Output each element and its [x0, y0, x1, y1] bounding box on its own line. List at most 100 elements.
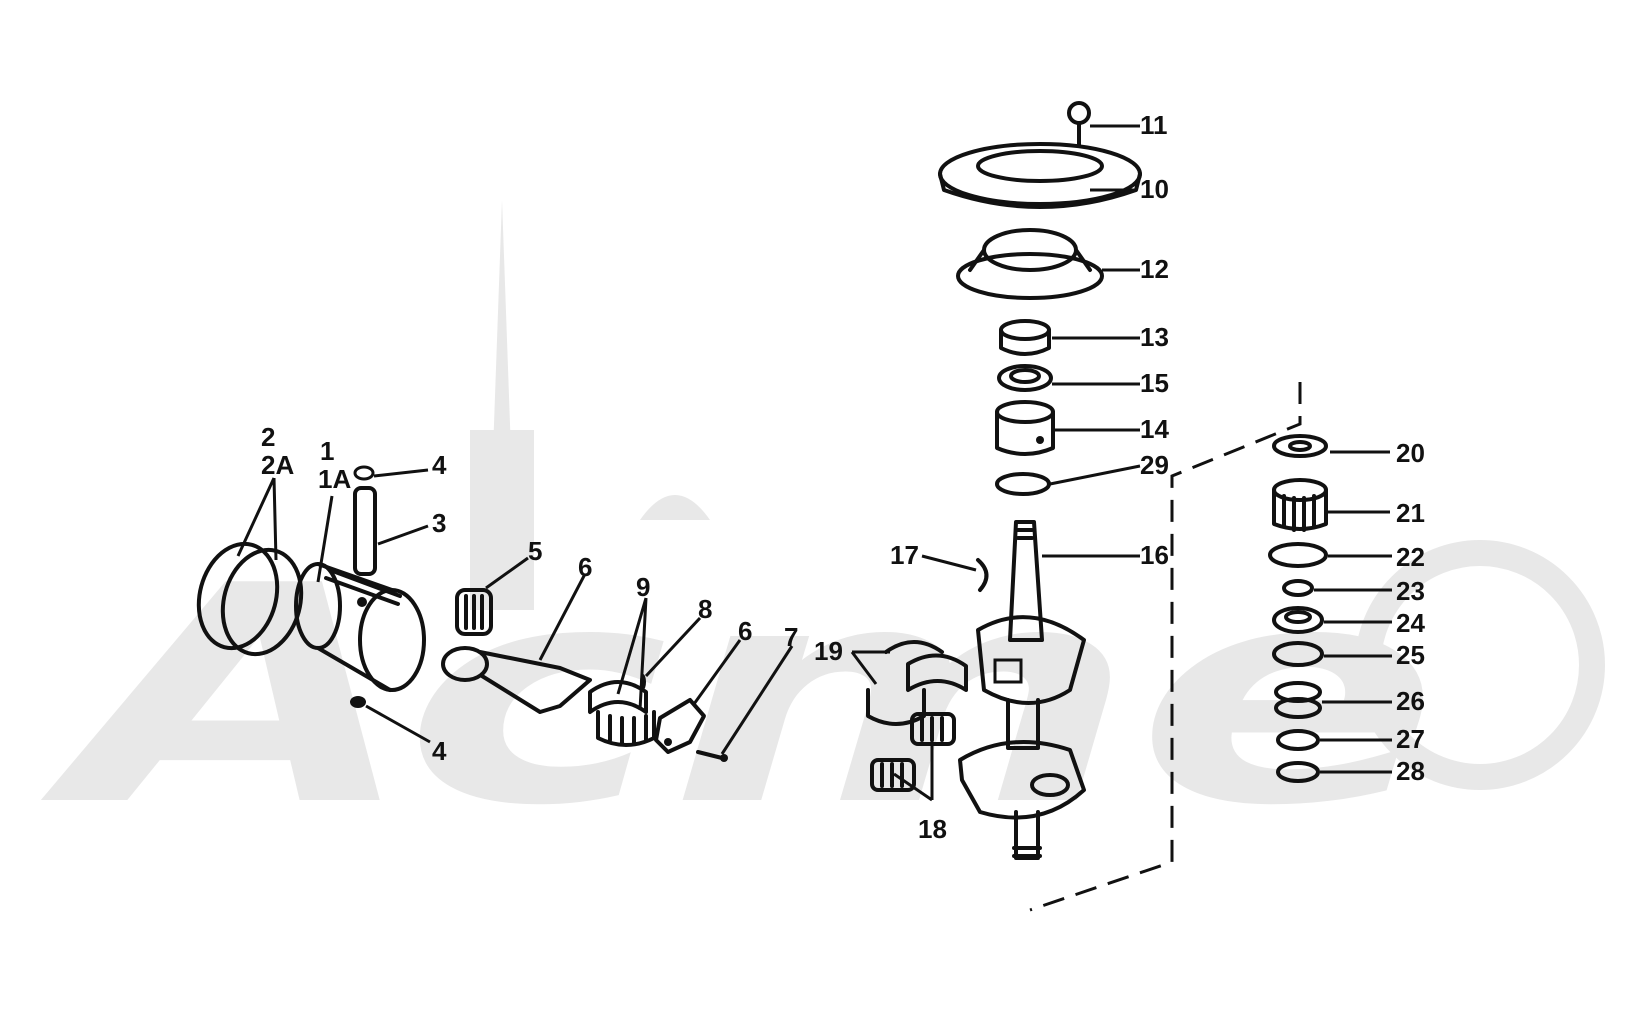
crank-bearing-halves	[866, 640, 968, 726]
retainer-plate	[938, 142, 1142, 209]
rod-small-end	[441, 646, 489, 682]
leader-8	[644, 616, 702, 678]
leader-3	[377, 524, 429, 546]
main-bearing-body	[995, 410, 1055, 456]
leader-6-cap	[692, 639, 742, 705]
callout-9: 9	[636, 572, 650, 602]
leader-2	[236, 477, 278, 561]
rod-bearing-lower	[596, 710, 656, 747]
rod-cap-bolt-hole	[664, 738, 672, 746]
ring-25	[1272, 641, 1324, 667]
watermark: Acme	[35, 200, 1605, 871]
callout-22: 22	[1396, 542, 1425, 572]
callout-2: 2	[261, 422, 275, 452]
assembly-dashed-line	[1029, 382, 1302, 912]
crankshaft-thread	[1016, 528, 1034, 540]
seal-ring-outer	[997, 364, 1053, 392]
callout-1: 1	[320, 436, 334, 466]
rod-beam	[478, 650, 592, 714]
piston-ring-upper	[196, 541, 280, 651]
small-end-bearing	[455, 588, 493, 636]
leader-19	[850, 650, 890, 685]
roller-bearing-rollers	[1282, 494, 1316, 532]
ring-24	[1272, 606, 1324, 634]
callout-labels: 2 2A 1 1A 4 3 4 5 6 9 8 6 7 11 10 12 13 …	[261, 110, 1425, 844]
connecting-rod	[441, 646, 592, 714]
bearing-cup-top	[999, 319, 1051, 341]
woodruff-key	[976, 558, 989, 592]
bearing-half-19b	[906, 653, 968, 692]
o-ring-shape	[995, 472, 1051, 496]
main-bearing	[995, 400, 1055, 456]
rod-bearing-halves	[588, 680, 656, 747]
leader-29	[1049, 464, 1141, 486]
rod-bearing-upper	[588, 680, 648, 714]
crankshaft-lower-web	[958, 740, 1086, 820]
seal-ring	[997, 364, 1053, 392]
crankshaft-upper-shaft	[1008, 520, 1044, 642]
rod-cap-screw	[696, 750, 728, 762]
leader-6-rod	[538, 573, 587, 661]
piston-bottom	[358, 588, 426, 692]
callout-3: 3	[432, 508, 446, 538]
callout-19: 19	[814, 636, 843, 666]
thrust-washer-outer	[1272, 434, 1328, 458]
rod-screw-shank	[696, 750, 724, 760]
callout-11: 11	[1140, 110, 1168, 140]
main-bearing-top	[995, 400, 1055, 424]
right-stack-rings	[1268, 542, 1328, 783]
callout-26: 26	[1396, 686, 1425, 716]
rod-cap	[654, 698, 706, 754]
leader-5	[485, 556, 529, 590]
seal-housing-wall	[968, 248, 1092, 272]
roller-bearing-top	[1272, 478, 1328, 502]
piston-pin-body	[353, 486, 377, 576]
callout-24: 24	[1396, 608, 1425, 638]
callout-5: 5	[528, 536, 542, 566]
lower-roller-bearing	[1272, 478, 1328, 532]
thrust-washer-inner	[1288, 440, 1312, 452]
crankshaft-lower-thread	[1012, 846, 1042, 858]
callout-16: 16	[1140, 540, 1169, 570]
needle-cage-b	[870, 758, 916, 792]
leader-18	[893, 718, 934, 802]
callout-2a: 2A	[261, 450, 294, 480]
leader-1a	[316, 495, 334, 583]
callout-6-cap: 6	[738, 616, 752, 646]
crankshaft-pin-face	[993, 658, 1023, 684]
callout-28: 28	[1396, 756, 1425, 786]
leader-4-top	[373, 468, 429, 478]
thrust-washer	[1272, 434, 1328, 458]
leader-7	[720, 645, 794, 755]
crankshaft	[958, 520, 1086, 860]
roller-bearing-body	[1272, 488, 1328, 531]
seal-housing-top	[982, 228, 1078, 272]
pin-retainer-top	[353, 465, 375, 481]
callout-7: 7	[784, 622, 798, 652]
leader-4-bottom	[365, 704, 431, 744]
crankshaft-lower-web-hole	[1030, 773, 1070, 797]
leader-lines	[236, 124, 1392, 802]
callout-23: 23	[1396, 576, 1425, 606]
callout-14: 14	[1140, 414, 1169, 444]
o-ring	[995, 472, 1051, 496]
callout-21: 21	[1396, 498, 1425, 528]
woodruff-key-shape	[976, 558, 989, 592]
crankshaft-crankpin	[1006, 698, 1040, 750]
watermark-text: Acme	[35, 522, 1440, 871]
seal-ring-inner	[1009, 368, 1041, 384]
main-bearing-hole	[1036, 436, 1044, 444]
screw-top	[1067, 101, 1091, 148]
bearing-half-19a	[884, 640, 944, 654]
callout-13: 13	[1140, 322, 1169, 352]
seal-housing	[956, 228, 1104, 300]
ring-22	[1268, 542, 1328, 568]
callout-4-bottom: 4	[432, 736, 447, 766]
ring-26b	[1274, 697, 1322, 719]
watermark-spire	[492, 200, 512, 480]
leader-9	[616, 597, 648, 711]
rod-screw-head	[720, 754, 728, 762]
ring-23	[1282, 579, 1314, 597]
